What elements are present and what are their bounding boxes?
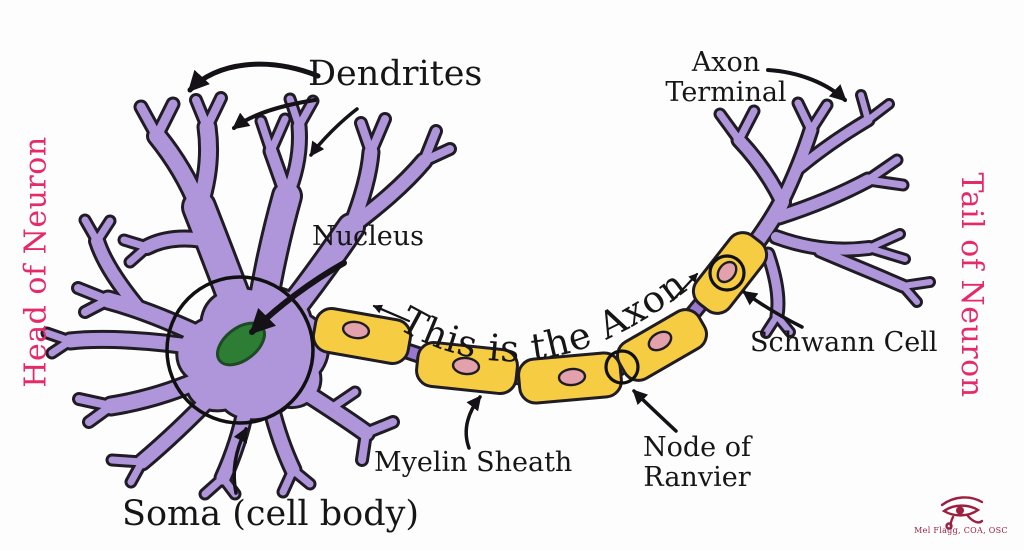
- myelin-sheath-layer: [311, 231, 769, 405]
- dendrite-branch: [219, 474, 239, 498]
- axon-terminal-label: Axon Terminal: [665, 47, 787, 108]
- dendrite-branch: [127, 458, 146, 486]
- dendrite-branch: [289, 466, 314, 488]
- dendrite-branch: [362, 418, 397, 437]
- dendrites-arrow-2: [232, 98, 317, 130]
- myelin-sheath-label: Myelin Sheath: [374, 447, 573, 478]
- soma-circle: [165, 275, 315, 425]
- dendrite-branch: [249, 183, 300, 323]
- dendrite-branch: [267, 115, 289, 155]
- axon-terminal-branch: [807, 101, 831, 134]
- schwann-cell-nucleus: [557, 367, 587, 387]
- axon-right-arrow: [671, 272, 699, 302]
- schwann-nuclei-layer: [341, 260, 738, 387]
- dendrite-branch: [358, 429, 370, 464]
- axon-terminal-branch: [864, 156, 901, 184]
- dendrite-branch: [367, 115, 389, 156]
- axon-terminal-branch: [865, 101, 892, 123]
- node-of-ranvier-label: Node of Ranvier: [643, 432, 751, 493]
- soma-label: Soma (cell body): [122, 494, 420, 534]
- dendrite-branch: [63, 332, 202, 354]
- dendrite-branch: [203, 94, 225, 131]
- dendrite-branch: [201, 474, 227, 498]
- schwann-arrow: [742, 290, 804, 329]
- axon-terminal-branch: [866, 245, 908, 262]
- axon-terminal-branch: [733, 134, 788, 208]
- axon-terminal-branch: [900, 283, 920, 305]
- dendrite-branch: [126, 243, 151, 266]
- highlight-rings: [165, 254, 746, 425]
- axon-terminal-arrow: [766, 68, 847, 102]
- dendrite-branch: [75, 395, 115, 410]
- node-arrow: [632, 389, 678, 433]
- axon-terminal-branch: [900, 279, 933, 289]
- dendrite-branch: [344, 154, 431, 234]
- dendrite-branch: [136, 102, 162, 141]
- node-circle: [604, 349, 640, 385]
- myelin-arrow: [464, 395, 482, 450]
- dendrite-branch: [81, 216, 101, 245]
- schwann-cell-nucleus: [647, 330, 673, 352]
- dendrite-branch: [257, 117, 275, 155]
- dendrite-branch: [93, 217, 114, 245]
- dendrite-branch: [85, 402, 115, 426]
- dendrite-branch: [81, 296, 112, 316]
- dendrite-branch: [279, 466, 297, 496]
- dendrite-branch: [135, 385, 223, 469]
- axon-terminal-branch: [858, 92, 871, 123]
- dendrite-branch: [141, 232, 220, 253]
- dendrites-arrow-1: [187, 61, 321, 93]
- axon-terminal-branch: [794, 99, 815, 134]
- dendrite-branch: [191, 119, 217, 215]
- schwann-cell-nucleus: [451, 356, 481, 376]
- axon-terminal-branch: [763, 313, 780, 336]
- dendrite-branch: [100, 292, 208, 343]
- axon-left-arrow: [372, 304, 411, 323]
- dendrite-branch: [103, 369, 214, 414]
- dendrite-branch: [108, 456, 146, 466]
- axon-terminal-branch: [864, 176, 907, 189]
- nucleus-arrow: [249, 260, 347, 335]
- nucleus-label: Nucleus: [312, 221, 424, 252]
- axon-terminal-branch: [773, 174, 874, 223]
- head-of-neuron-label: Head of Neuron: [18, 136, 54, 388]
- axon-terminal-branch: [716, 110, 743, 144]
- dendrites-arrow-3: [309, 107, 359, 157]
- eye-of-horus-icon: [940, 496, 984, 530]
- annotation-arrows: [187, 61, 847, 495]
- dendrite-branch: [281, 120, 305, 202]
- dendrite-branch: [274, 215, 363, 328]
- axon-terminal-branch: [763, 249, 783, 321]
- schwann-cell-label: Schwann Cell: [750, 327, 938, 358]
- schwann-circle: [708, 254, 746, 292]
- dendrite-branch: [48, 337, 74, 357]
- axon-terminal-branch: [774, 313, 793, 335]
- dendrites-label: Dendrites: [308, 54, 483, 94]
- dendrite-branch: [184, 192, 257, 333]
- dendrite-branch: [91, 235, 146, 316]
- axon-terminal-branch: [866, 231, 903, 251]
- tail-of-neuron-label: Tail of Neuron: [953, 172, 989, 398]
- dendrite-branch: [216, 400, 253, 485]
- dendrite-branch: [152, 99, 178, 141]
- axon-terminal-branch: [793, 115, 873, 174]
- axon-terminal-branch: [815, 246, 908, 291]
- cell-body-layer: [43, 92, 933, 498]
- schwann-cell-nucleus: [341, 320, 371, 340]
- dendrite-branch: [420, 145, 454, 165]
- watermark-credit: Mel Flagg, COA, OSC: [914, 525, 1008, 535]
- soma-arrow: [232, 427, 248, 495]
- dendrite-branch: [295, 97, 317, 130]
- dendrite-branch: [326, 388, 359, 413]
- dendrite-branch: [74, 284, 112, 304]
- schwann-cell-nucleus: [716, 260, 738, 284]
- axon-terminal-branch: [735, 107, 758, 144]
